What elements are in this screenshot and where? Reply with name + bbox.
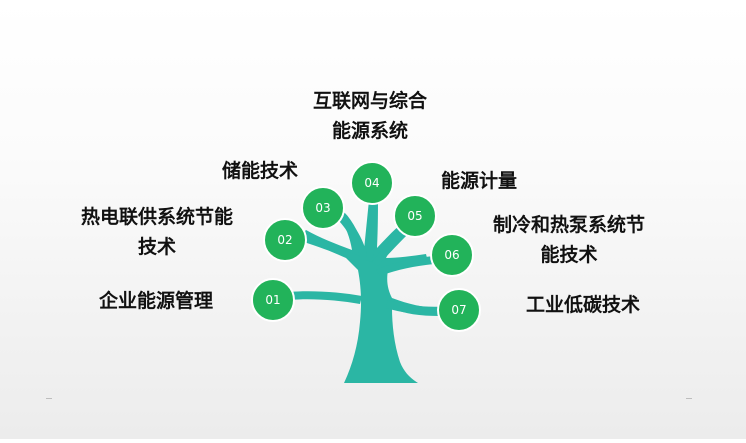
node-07: 07 [437, 288, 481, 332]
label-06-line-2: 能技术 [540, 244, 598, 266]
label-04: 互联网与综合 能源系统 [290, 86, 450, 146]
label-02-line-2: 技术 [137, 236, 176, 258]
tree-branch-left-low [288, 291, 362, 304]
tree-branch-right-low [386, 300, 448, 315]
label-01-line-1: 企业能源管理 [98, 290, 213, 312]
node-number-04: 04 [364, 176, 379, 190]
corner-mark-left [46, 398, 52, 399]
node-01: 01 [251, 278, 295, 322]
label-04-line-1: 互联网与综合 [312, 90, 427, 112]
label-06-line-1: 制冷和热泵系统节 [492, 214, 645, 236]
label-05: 能源计量 [424, 166, 534, 196]
node-circle-01 [251, 278, 295, 322]
node-circle-07 [437, 288, 481, 332]
node-number-06: 06 [444, 248, 459, 262]
tree-branch-04 [366, 192, 378, 262]
node-03: 03 [301, 186, 345, 230]
label-03: 储能技术 [200, 156, 320, 186]
node-circle-04 [350, 161, 394, 205]
nodes-layer: 01 02 03 04 05 06 07 [251, 161, 481, 332]
label-06: 制冷和热泵系统节 能技术 [474, 210, 664, 270]
label-07: 工业低碳技术 [508, 290, 658, 320]
corner-mark-right [686, 398, 692, 399]
label-02: 热电联供系统节能 技术 [64, 202, 250, 262]
node-number-02: 02 [277, 233, 292, 247]
node-number-01: 01 [265, 293, 280, 307]
label-01: 企业能源管理 [86, 286, 226, 316]
node-number-07: 07 [451, 303, 466, 317]
node-circle-02 [263, 218, 307, 262]
node-number-03: 03 [315, 201, 330, 215]
node-circle-05 [393, 194, 437, 238]
node-02: 02 [263, 218, 307, 262]
node-05: 05 [393, 194, 437, 238]
node-circle-03 [301, 186, 345, 230]
label-03-line-1: 储能技术 [221, 160, 298, 182]
node-06: 06 [430, 233, 474, 277]
label-05-line-1: 能源计量 [440, 170, 517, 192]
label-04-line-2: 能源系统 [331, 120, 408, 142]
node-circle-06 [430, 233, 474, 277]
tree-trunk [300, 190, 440, 383]
tree-branch-left-mid [298, 232, 360, 262]
tree-branch-06 [376, 256, 434, 276]
tree-branch-03 [332, 208, 368, 262]
label-02-line-1: 热电联供系统节能 [80, 206, 233, 228]
node-04: 04 [350, 161, 394, 205]
label-07-line-1: 工业低碳技术 [525, 294, 640, 316]
node-number-05: 05 [407, 209, 422, 223]
